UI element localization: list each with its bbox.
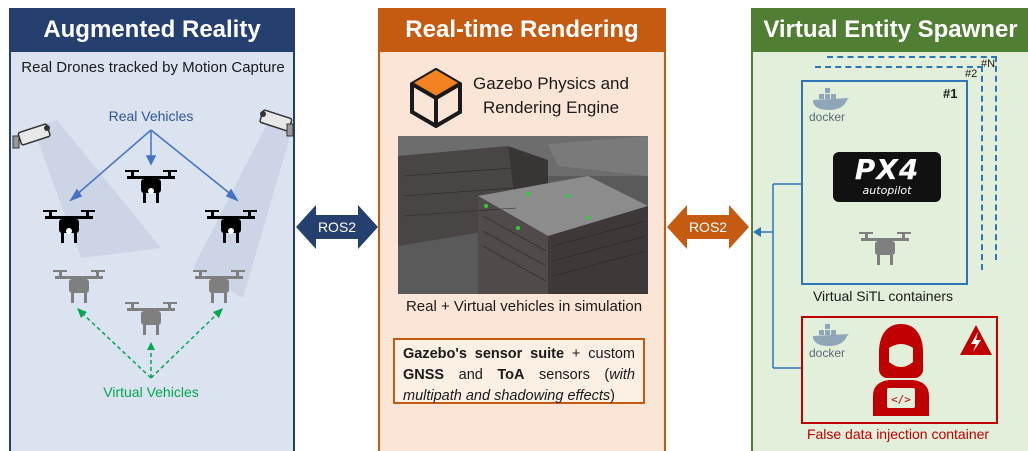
real-time-rendering-title: Real-time Rendering xyxy=(380,8,664,52)
toa-bold: ToA xyxy=(497,367,525,383)
real-vehicles-label: Real Vehicles xyxy=(108,108,194,124)
sensor-text-2: and xyxy=(444,367,498,383)
sitl-containers-caption: Virtual SiTL containers xyxy=(812,288,954,304)
docker-label: docker xyxy=(809,110,846,124)
motion-capture-camera-left-icon xyxy=(12,123,51,149)
sensor-text-1: + custom xyxy=(564,346,635,362)
camera-light-cone-left xyxy=(33,120,161,258)
sensor-text-3: sensors ( xyxy=(524,367,610,383)
real-drone-right-icon xyxy=(205,210,257,243)
container-tag-1: #1 xyxy=(943,86,958,101)
virtual-drone-center-icon xyxy=(125,302,177,335)
real-drone-center-icon xyxy=(125,170,177,203)
px4-logo-text: PX4 xyxy=(854,153,920,186)
docker-whale-icon xyxy=(813,88,849,110)
simulation-scene-graphic xyxy=(398,136,648,294)
virtual-entity-spawner-panel: Virtual Entity Spawner #N #2 #1 docker P… xyxy=(751,8,1028,451)
gazebo-logo-icon xyxy=(410,68,462,128)
false-data-injection-container: docker </> xyxy=(801,316,998,424)
virtual-vehicle-arrowheads xyxy=(77,308,223,350)
simulation-screenshot xyxy=(398,136,648,294)
ros2-right-label: ROS2 xyxy=(688,219,728,235)
gnss-bold: GNSS xyxy=(403,367,445,383)
ros2-left-label: ROS2 xyxy=(317,219,357,235)
virtual-entity-spawner-title: Virtual Entity Spawner xyxy=(753,8,1028,52)
px4-autopilot-logo: PX4 autopilot xyxy=(833,152,941,202)
hacker-icon: </> xyxy=(873,324,929,416)
virtual-drone-left-icon xyxy=(53,270,105,303)
motion-capture-camera-right-icon xyxy=(259,109,294,137)
building-windows xyxy=(402,167,647,282)
multipath-italic: with multipath and shadowing effects xyxy=(403,367,635,404)
simulated-drone-markers xyxy=(484,192,590,230)
virtual-vehicle-arrows xyxy=(82,313,218,379)
warning-alert-icon xyxy=(960,325,992,355)
docker-whale-icon-fdi xyxy=(813,324,849,346)
virtual-drone-right-icon xyxy=(193,270,245,303)
sitl-container-n xyxy=(827,56,997,260)
real-drone-left-icon xyxy=(43,210,95,243)
simulation-caption: Real + Virtual vehicles in simulation xyxy=(405,298,643,315)
real-vehicle-arrows xyxy=(69,129,239,202)
augmented-reality-panel: Augmented Reality Real Drones tracked by… xyxy=(9,8,295,451)
augmented-reality-title: Augmented Reality xyxy=(11,8,293,52)
ros2-left-connector xyxy=(296,205,378,249)
camera-light-cone-right xyxy=(193,120,293,298)
augmented-reality-graphic xyxy=(12,109,294,379)
sensor-suite-box: Gazebo's sensor suite + custom GNSS and … xyxy=(393,338,645,404)
sitl-drone-icon xyxy=(859,232,911,265)
motion-capture-subtitle: Real Drones tracked by Motion Capture xyxy=(21,59,285,76)
svg-text:</>: </> xyxy=(891,393,911,406)
container-tag-n: #N xyxy=(981,58,996,70)
sensor-text-4: ) xyxy=(610,388,615,404)
container-tag-2: #2 xyxy=(965,68,978,80)
sitl-container-1: #1 docker PX4 autopilot xyxy=(801,80,968,285)
sitl-container-2 xyxy=(815,66,983,270)
spawner-bracket xyxy=(753,183,801,369)
fdi-container-caption: False data injection container xyxy=(806,426,990,442)
sensor-suite-bold: Gazebo's sensor suite xyxy=(403,346,565,362)
gazebo-engine-label: Gazebo Physics and Rendering Engine xyxy=(473,74,629,117)
docker-label-fdi: docker xyxy=(809,346,846,360)
virtual-vehicles-label: Virtual Vehicles xyxy=(103,384,199,400)
px4-logo-subtext: autopilot xyxy=(862,184,912,197)
real-time-rendering-panel: Real-time Rendering Gazebo Physics and R… xyxy=(378,8,666,451)
ros2-right-connector xyxy=(667,205,749,249)
